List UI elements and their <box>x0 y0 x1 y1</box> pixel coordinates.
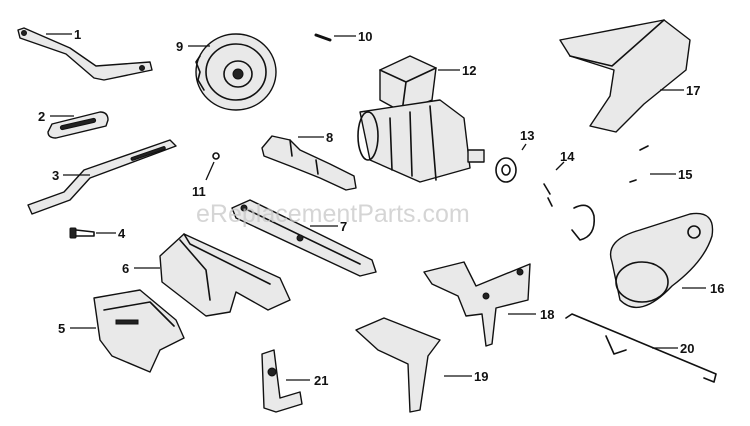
part-10-pin: 10 <box>314 29 372 44</box>
part-20-rod: 20 <box>565 313 717 383</box>
callout-19: 19 <box>474 369 488 384</box>
callout-4: 4 <box>118 226 126 241</box>
part-3-brace: 3 <box>27 139 177 215</box>
callout-7: 7 <box>340 219 347 234</box>
part-18-angle-bracket: 18 <box>423 261 554 347</box>
part-15-pins: 15 <box>629 145 692 183</box>
callout-6: 6 <box>122 261 129 276</box>
part-1-bracket: 1 <box>17 27 153 81</box>
part-7-rail: 7 <box>231 199 377 277</box>
callout-17: 17 <box>686 83 700 98</box>
callout-2: 2 <box>38 109 45 124</box>
part-4-bolt: 4 <box>69 226 126 241</box>
part-14-clip: 14 <box>543 149 596 241</box>
callout-11: 11 <box>192 184 206 199</box>
part-16-guard: 16 <box>609 212 724 309</box>
callout-15: 15 <box>678 167 692 182</box>
callout-13: 13 <box>520 128 534 143</box>
callout-8: 8 <box>326 130 333 145</box>
part-6-channel: 6 <box>122 233 291 317</box>
part-11-washer: 11 <box>192 152 220 199</box>
part-12-starter-motor: 12 <box>357 55 485 183</box>
callout-18: 18 <box>540 307 554 322</box>
part-8-bracket: 8 <box>261 130 357 191</box>
callout-14: 14 <box>560 149 575 164</box>
callout-20: 20 <box>680 341 694 356</box>
part-17-shroud: 17 <box>559 19 700 133</box>
callout-1: 1 <box>74 27 81 42</box>
callout-5: 5 <box>58 321 65 336</box>
callout-21: 21 <box>314 373 328 388</box>
part-5-bracket: 5 <box>58 289 185 373</box>
part-2-slotted-plate: 2 <box>38 109 109 139</box>
watermark-text: eReplacementParts.com <box>196 200 470 228</box>
part-13-washer: 13 <box>495 128 534 183</box>
part-19-plate: 19 <box>355 317 488 413</box>
callout-3: 3 <box>52 168 59 183</box>
part-21-l-bracket: 21 <box>261 349 328 413</box>
part-9-pulley: 9 <box>176 33 277 111</box>
callout-9: 9 <box>176 39 183 54</box>
callout-16: 16 <box>710 281 724 296</box>
callout-12: 12 <box>462 63 476 78</box>
callout-10: 10 <box>358 29 372 44</box>
